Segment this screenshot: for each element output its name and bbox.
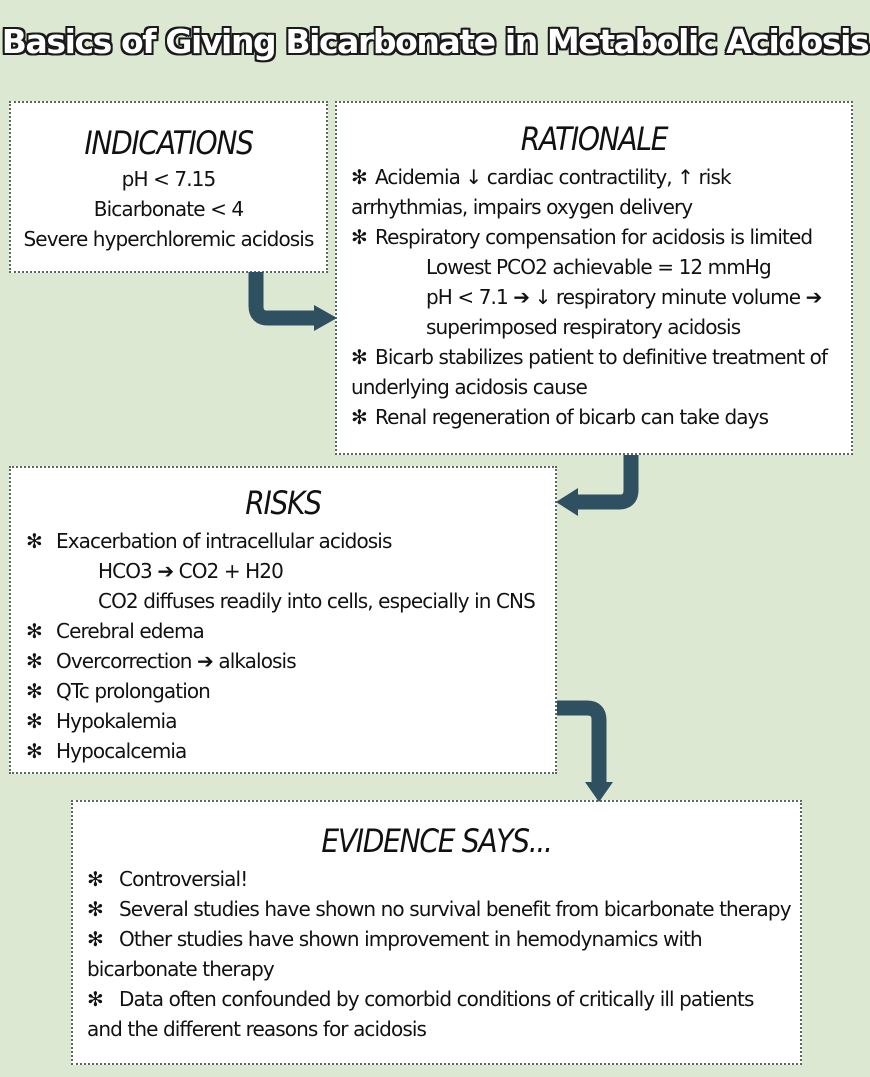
evidence-text: Controversial!: [119, 867, 248, 891]
risk-item: ✻ Hypokalemia: [26, 706, 555, 736]
rationale-text: Renal regeneration of bicarb can take da…: [375, 405, 769, 429]
risk-item: ✻ Overcorrection ➔ alkalosis: [26, 646, 555, 676]
page-title: Basics of Giving Bicarbonate in Metaboli…: [1, 22, 870, 61]
asterisk-icon: ✻: [351, 345, 368, 369]
asterisk-icon: ✻: [351, 165, 368, 189]
asterisk-icon: ✻: [26, 649, 43, 673]
risk-text: Hypocalcemia: [56, 739, 187, 763]
asterisk-icon: ✻: [87, 867, 104, 891]
asterisk-icon: ✻: [26, 679, 43, 703]
asterisk-icon: ✻: [26, 739, 43, 763]
evidence-text-continued: and the different reasons for acidosis: [87, 1017, 427, 1041]
rationale-bullet: ✻ Acidemia ↓ cardiac contractility, ↑ ris…: [351, 162, 851, 192]
evidence-item: ✻ Other studies have shown improvement in…: [87, 924, 800, 954]
rationale-text-continued: underlying acidosis cause: [351, 375, 588, 399]
rationale-subitem: pH < 7.1 ➔ ↓ respiratory minute volume ➔: [426, 285, 822, 309]
indication-item: pH < 7.15: [121, 167, 217, 191]
risk-item: ✻ Hypocalcemia: [26, 736, 555, 766]
risk-text: Exacerbation of intracellular acidosis: [56, 529, 392, 553]
rationale-bullet: ✻ Bicarb stabilizes patient to definitive…: [351, 342, 851, 372]
asterisk-icon: ✻: [351, 225, 368, 249]
arrow-risks-to-evidence: [557, 700, 607, 786]
asterisk-icon: ✻: [26, 709, 43, 733]
arrowhead-right-icon: [314, 305, 337, 331]
evidence-heading: EVIDENCE SAYS...: [321, 822, 553, 860]
evidence-text: Other studies have shown improvement in …: [119, 927, 703, 951]
indication-item: Bicarbonate < 4: [93, 197, 244, 221]
rationale-bullet: ✻ Renal regeneration of bicarb can take d…: [351, 402, 851, 432]
rationale-text: Acidemia ↓ cardiac contractility, ↑ risk: [375, 165, 732, 189]
risks-heading: RISKS: [245, 484, 322, 522]
asterisk-icon: ✻: [351, 405, 368, 429]
rationale-box: RATIONALE ✻ Acidemia ↓ cardiac contractil…: [335, 101, 853, 455]
rationale-subitem: superimposed respiratory acidosis: [426, 315, 741, 339]
evidence-text-continued: bicarbonate therapy: [87, 957, 275, 981]
rationale-heading: RATIONALE: [520, 120, 669, 158]
risk-subitem: HCO3 ➔ CO2 + H20: [98, 559, 284, 583]
evidence-item: ✻ Controversial!: [87, 864, 800, 894]
rationale-text: Bicarb stabilizes patient to definitive …: [375, 345, 828, 369]
risk-item: ✻ Cerebral edema: [26, 616, 555, 646]
indications-heading: INDICATIONS: [84, 124, 254, 162]
rationale-text-continued: arrhythmias, impairs oxygen delivery: [351, 195, 693, 219]
risks-box: RISKS ✻ Exacerbation of intracellular aci…: [9, 466, 557, 774]
risk-text: Hypokalemia: [56, 709, 177, 733]
risk-item: ✻ Exacerbation of intracellular acidosis: [26, 526, 555, 556]
evidence-box: EVIDENCE SAYS... ✻ Controversial! ✻ Severa…: [71, 800, 802, 1065]
asterisk-icon: ✻: [26, 619, 43, 643]
rationale-subitem: Lowest PCO2 achievable = 12 mmHg: [426, 255, 772, 279]
arrow-indications-to-rationale: [248, 272, 318, 326]
risk-subitem: CO2 diffuses readily into cells, especia…: [98, 589, 536, 613]
evidence-item: ✻ Several studies have shown no survival …: [87, 894, 800, 924]
arrow-rationale-to-risks: [575, 455, 639, 510]
risk-item: ✻ QTc prolongation: [26, 676, 555, 706]
indications-box: INDICATIONS pH < 7.15 Bicarbonate < 4 Se…: [9, 101, 328, 273]
evidence-item: ✻ Data often confounded by comorbid condi…: [87, 984, 800, 1014]
risk-text: Cerebral edema: [56, 619, 205, 643]
arrowhead-left-icon: [556, 488, 578, 516]
evidence-text: Several studies have shown no survival b…: [119, 897, 792, 921]
rationale-bullet: ✻ Respiratory compensation for acidosis i…: [351, 222, 851, 252]
asterisk-icon: ✻: [87, 987, 104, 1011]
risk-text: Overcorrection ➔ alkalosis: [56, 649, 297, 673]
risk-text: QTc prolongation: [56, 679, 211, 703]
evidence-text: Data often confounded by comorbid condit…: [119, 987, 754, 1011]
indication-item: Severe hyperchloremic acidosis: [23, 227, 315, 251]
asterisk-icon: ✻: [87, 927, 104, 951]
asterisk-icon: ✻: [87, 897, 104, 921]
asterisk-icon: ✻: [26, 529, 43, 553]
arrowhead-down-icon: [585, 782, 613, 802]
rationale-text: Respiratory compensation for acidosis is…: [375, 225, 813, 249]
